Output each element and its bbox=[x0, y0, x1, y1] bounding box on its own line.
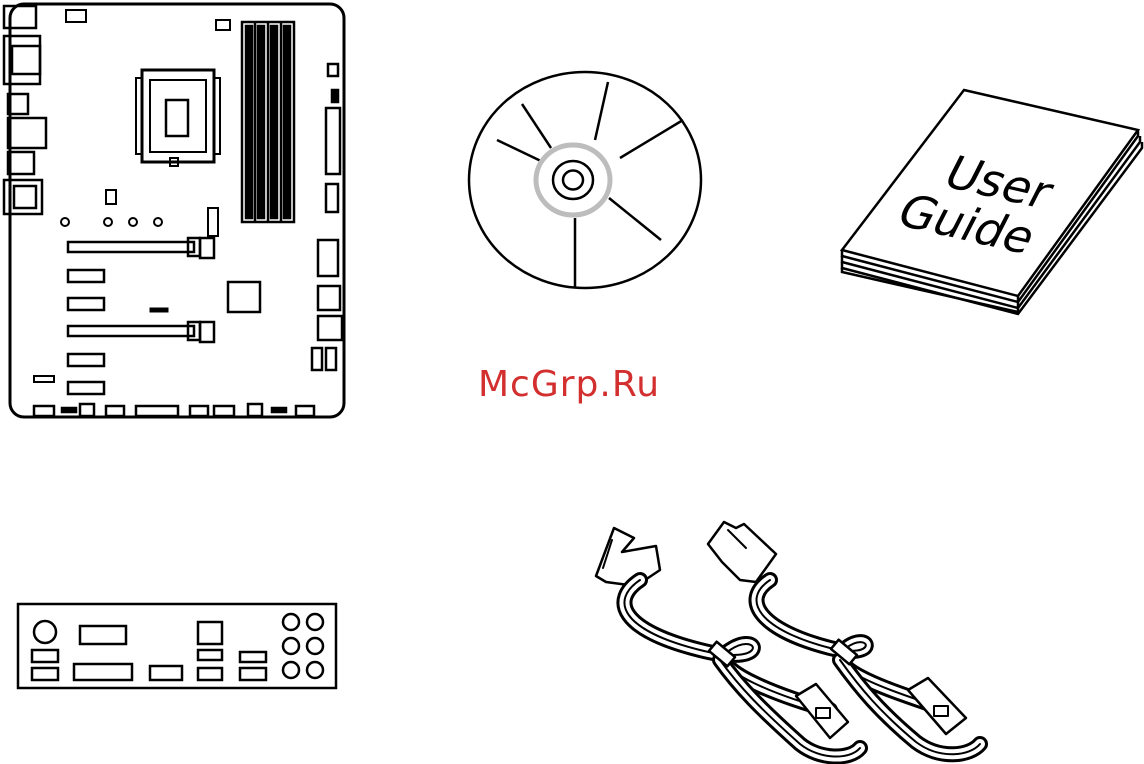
driver-disc bbox=[469, 72, 701, 288]
io-shield bbox=[18, 604, 336, 688]
watermark: McGrp.Ru bbox=[478, 364, 660, 405]
sata-cables bbox=[596, 522, 980, 757]
motherboard bbox=[4, 4, 344, 417]
user-guide-booklet: User Guide bbox=[842, 90, 1142, 314]
